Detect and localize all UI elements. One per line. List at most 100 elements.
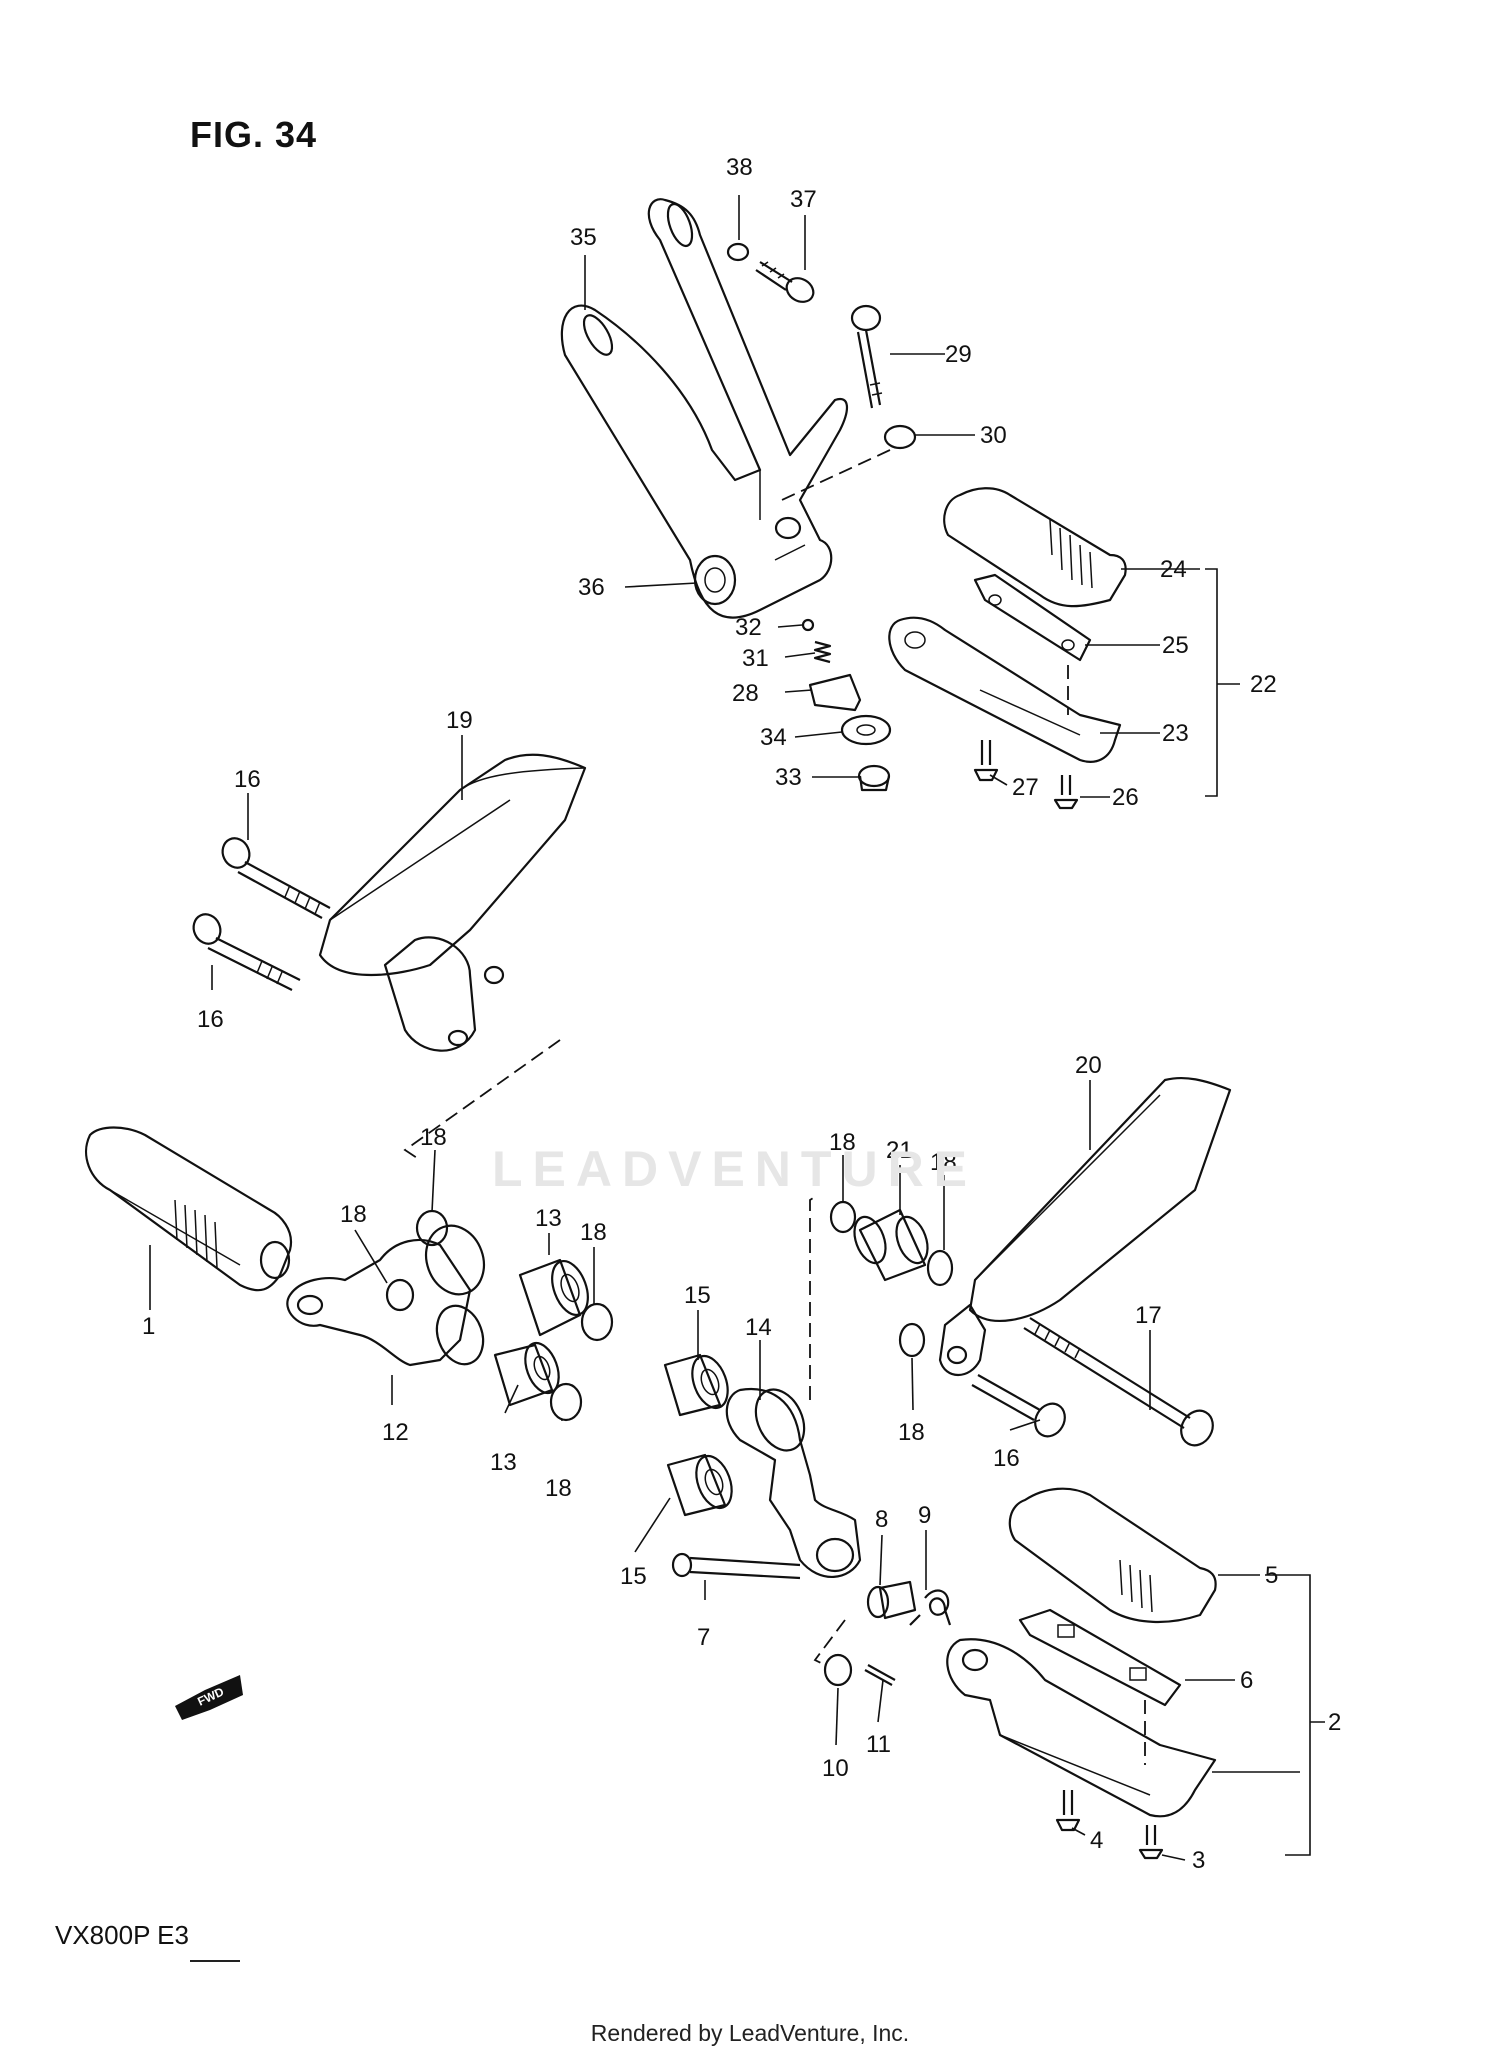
- washer-18-f: [926, 1249, 954, 1287]
- callout-6: 6: [1240, 1667, 1253, 1694]
- footer-credit: Rendered by LeadVenture, Inc.: [590, 2020, 910, 2046]
- callout-27: 27: [1012, 774, 1039, 801]
- dash-14-18: [809, 1194, 819, 1400]
- bushing-13-upper: [518, 1258, 589, 1337]
- callout-10: 10: [822, 1755, 849, 1782]
- washer-30: [883, 424, 917, 450]
- ball-32: [801, 618, 815, 632]
- callout-32: 32: [735, 614, 762, 641]
- callout-18-a: 18: [340, 1201, 367, 1228]
- washer-18-e: [829, 1200, 857, 1234]
- washer-34: [840, 714, 892, 746]
- callout-18-g: 18: [898, 1419, 925, 1446]
- callout-29: 29: [945, 341, 972, 368]
- callout-37: 37: [790, 186, 817, 213]
- callout-19: 19: [446, 707, 473, 734]
- callout-20: 20: [1075, 1052, 1102, 1079]
- callout-38: 38: [726, 154, 753, 181]
- screw-3: [1138, 1825, 1164, 1860]
- plate-28: [808, 673, 862, 712]
- callout-25: 25: [1162, 632, 1189, 659]
- callout-30: 30: [980, 422, 1007, 449]
- callout-3: 3: [1192, 1847, 1205, 1874]
- watermark: LEADVENTURE: [492, 1141, 978, 1197]
- bolt-16-upper: [221, 837, 331, 919]
- callout-18-b: 18: [420, 1124, 447, 1151]
- callout-2: 2: [1328, 1709, 1341, 1736]
- callout-16-right: 16: [993, 1445, 1020, 1472]
- callout-15-lower: 15: [620, 1563, 647, 1590]
- washer-10: [823, 1653, 853, 1687]
- callout-7: 7: [697, 1624, 710, 1651]
- heel-guard-20: [938, 1076, 1232, 1376]
- callout-16-lower: 16: [197, 1006, 224, 1033]
- callout-4: 4: [1090, 1827, 1103, 1854]
- callout-34: 34: [760, 724, 787, 751]
- washer-18-c: [580, 1302, 614, 1342]
- callout-8: 8: [875, 1506, 888, 1533]
- heel-guard-19: [318, 753, 587, 1052]
- callout-26: 26: [1112, 784, 1139, 811]
- bushing-15-upper: [663, 1353, 729, 1417]
- washer-18-d: [549, 1382, 583, 1422]
- callout-23: 23: [1162, 720, 1189, 747]
- callout-18-c: 18: [580, 1219, 607, 1246]
- footpeg-arm-14: [725, 1388, 862, 1578]
- front-right-footpeg-rubber-5: [1008, 1487, 1217, 1623]
- callout-18-d: 18: [545, 1475, 572, 1502]
- callout-17: 17: [1135, 1302, 1162, 1329]
- rear-footpeg-holder-23: [888, 616, 1122, 763]
- callout-labels: 38 37 35 29 30 36 32 31 28 34 33 24 25 2…: [142, 154, 1341, 1874]
- callout-13-upper: 13: [535, 1205, 562, 1232]
- callout-28: 28: [732, 680, 759, 707]
- bolt-17: [1023, 1317, 1214, 1447]
- bolt-37: [755, 261, 815, 303]
- spring-31: [813, 640, 832, 664]
- dash-8-10: [813, 1619, 846, 1666]
- forward-direction-arrow: FWD: [175, 1675, 243, 1720]
- callout-35: 35: [570, 224, 597, 251]
- bolt-29: [850, 304, 883, 409]
- bushing-21: [853, 1208, 929, 1282]
- callout-16-upper: 16: [234, 766, 261, 793]
- front-left-footpeg-1: [85, 1126, 293, 1292]
- washer-18-b: [385, 1278, 415, 1312]
- model-code: VX800P E3: [55, 1920, 189, 1950]
- callout-18-f: 18: [930, 1149, 957, 1176]
- bushing-15-lower: [666, 1453, 733, 1517]
- screw-4: [1055, 1790, 1081, 1832]
- front-footpeg-holder: [946, 1638, 1217, 1818]
- callout-22: 22: [1250, 671, 1277, 698]
- callout-12: 12: [382, 1419, 409, 1446]
- callout-14: 14: [745, 1314, 772, 1341]
- collar-8: [866, 1580, 917, 1620]
- bushing-13-lower: [493, 1341, 560, 1407]
- figure-title: FIG. 34: [190, 114, 318, 155]
- screw-27: [973, 740, 999, 782]
- bolt-16-lower: [192, 913, 301, 991]
- callout-31: 31: [742, 645, 769, 672]
- rear-footpeg-plate-25: [973, 573, 1092, 662]
- callout-18-e: 18: [829, 1129, 856, 1156]
- callout-24: 24: [1160, 556, 1187, 583]
- bolt-16-right: [971, 1374, 1066, 1438]
- washer-18-g: [898, 1322, 926, 1358]
- callout-36: 36: [578, 574, 605, 601]
- screw-26: [1053, 775, 1079, 810]
- cotter-pin-11: [864, 1664, 896, 1686]
- callout-15-upper: 15: [684, 1282, 711, 1309]
- nut-33: [857, 764, 891, 792]
- pin-7: [671, 1552, 801, 1580]
- callout-21: 21: [886, 1137, 913, 1164]
- rear-footpeg-rubber-24: [943, 487, 1127, 608]
- footpeg-arm-12: [286, 1224, 486, 1367]
- callout-1: 1: [142, 1313, 155, 1340]
- callout-33: 33: [775, 764, 802, 791]
- callout-11: 11: [866, 1731, 891, 1758]
- washer-38: [726, 242, 750, 262]
- callout-9: 9: [918, 1502, 931, 1529]
- leader-lines: [149, 195, 1325, 1861]
- dash-29-30: [781, 449, 891, 501]
- dash-19-18: [403, 1039, 561, 1161]
